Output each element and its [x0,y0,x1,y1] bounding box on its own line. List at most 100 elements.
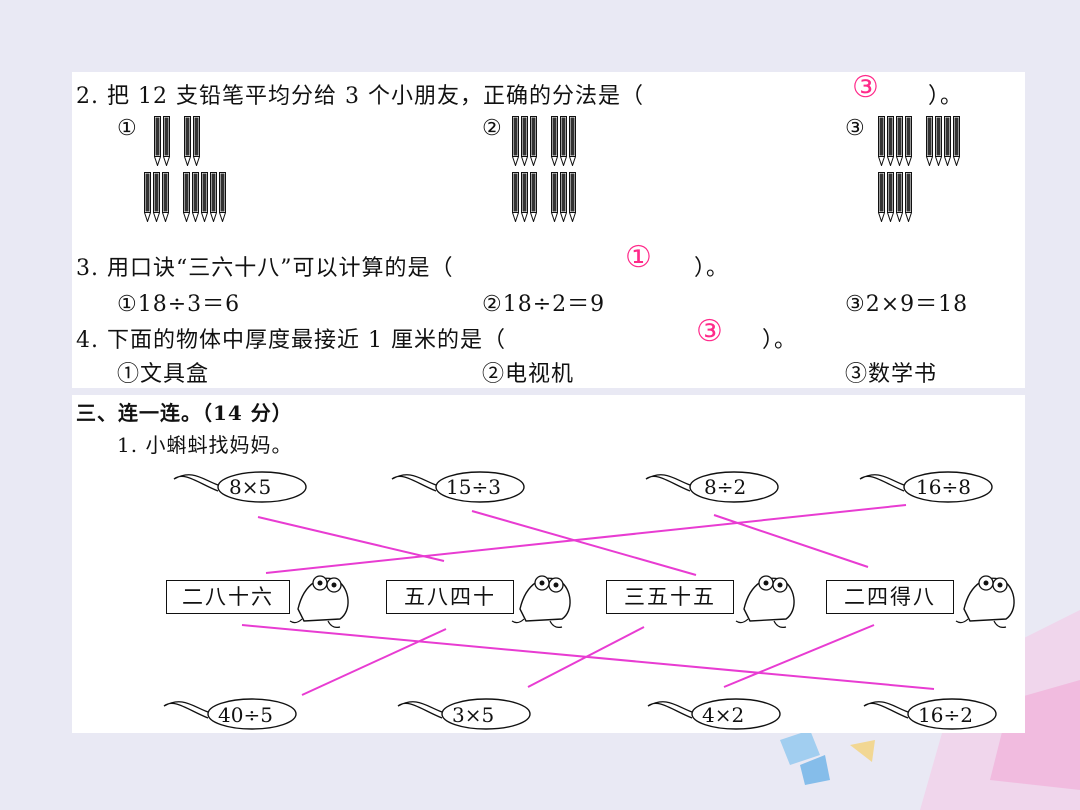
bottom-tadpole-3-tail [647,701,693,719]
q3-option-1: ①18÷3＝6 [117,292,241,317]
q3-text: 3. 用口诀“三六十八”可以计算的是（ [76,256,454,281]
matching-diagram [163,471,1015,730]
q2-option-3: ③ [845,116,866,141]
pencil-icon [878,116,885,166]
pencil-icon [878,172,885,222]
frog-2-pupil-right [553,582,559,588]
q4-close: ）。 [762,328,798,353]
section3-subtitle: 1. 小蝌蚪找妈妈。 [117,433,293,457]
pencil-icon [184,116,191,166]
top-tadpole-2-label: 15÷3 [446,475,501,499]
frog-4-pupil-left [983,580,989,586]
pencil-icon [569,172,576,222]
bottom-tadpole-4-body [907,698,997,730]
frog-1-legs [289,618,341,628]
pencil-icon [162,172,169,222]
bottom-tadpole-3-label: 4×2 [702,703,745,727]
pencil-icon [163,116,170,166]
q2-option-2: ② [482,116,503,141]
pencil-icon [905,116,912,166]
top-panel: 2. 把 12 支铅笔平均分给 3 个小朋友，正确的分法是（ ③ ）。 ① ② … [72,70,1025,388]
pencil-icon [201,172,208,222]
pencil-icon [154,116,161,166]
bottom-tadpole-1-tail [163,701,209,719]
pencil-icon [153,172,160,222]
pencil-row [878,116,960,166]
match-line-1 [257,516,445,562]
pencil-icon [896,116,903,166]
q2-option-1: ① [117,116,138,141]
pencil-icon [926,116,933,166]
frog-2-legs [511,618,563,628]
top-tadpole-2-body [435,471,525,503]
pencil-row [878,172,912,222]
frog-4-pupil-right [997,582,1003,588]
q2-close: ）。 [928,84,964,109]
pencil-icon [953,116,960,166]
match-line-8 [723,624,875,688]
pencil-icon [193,116,200,166]
top-tadpole-3-label: 8÷2 [704,475,747,499]
pencil-group [183,172,226,222]
pencil-row [154,116,200,166]
q4-answer: ③ [696,314,723,349]
bottom-tadpole-2-label: 3×5 [452,703,495,727]
pencil-row [512,172,576,222]
pencil-icon [210,172,217,222]
pencil-icon [905,172,912,222]
top-tadpole-4-tail [859,474,905,492]
pencil-group [926,116,960,166]
frog-1-pupil-right [331,582,337,588]
pencil-icon [560,116,567,166]
q4-option-1: ①文具盒 [117,362,210,387]
bottom-tadpole-3-body [691,698,781,730]
frog-3-pupil-right [777,582,783,588]
pencil-group [144,172,169,222]
frog-box-1: 二八十六 [166,580,290,614]
pencil-icon [551,172,558,222]
frog-3-legs [735,618,787,628]
pencil-group [551,172,576,222]
pencil-icon [887,172,894,222]
pencil-icon [144,172,151,222]
frog-box-2: 五八四十 [386,580,514,614]
top-tadpole-2-tail [391,474,437,492]
bottom-tadpole-1-body [207,698,297,730]
pencil-icon [521,116,528,166]
bottom-tadpole-1-label: 40÷5 [218,703,273,727]
frog-2-pupil-left [539,580,545,586]
pencil-group [878,172,912,222]
q3-close: ）。 [694,256,730,281]
pencil-group [184,116,200,166]
pencil-icon [560,172,567,222]
pencil-icon [530,116,537,166]
section3-title: 三、连一连。（14 分） [76,401,293,425]
pencil-icon [569,116,576,166]
frog-3-pupil-left [763,580,769,586]
top-tadpole-1-tail [173,474,219,492]
pencil-icon [530,172,537,222]
q2-text: 2. 把 12 支铅笔平均分给 3 个小朋友，正确的分法是（ [76,84,644,109]
pencil-group [551,116,576,166]
top-tadpole-1-label: 8×5 [229,475,272,499]
pencil-icon [896,172,903,222]
pencil-icon [521,172,528,222]
top-tadpole-1-body [217,471,307,503]
q3-option-2: ②18÷2＝9 [482,292,606,317]
pencil-group [512,116,537,166]
top-tadpole-4-body [903,471,993,503]
top-tadpole-3-body [689,471,779,503]
pencil-group [512,172,537,222]
pencil-icon [944,116,951,166]
pencil-row [144,172,226,222]
pencil-icon [887,116,894,166]
q3-answer: ① [625,240,652,275]
top-tadpole-4-label: 16÷8 [916,475,971,499]
pencil-group [154,116,170,166]
pencil-row [512,116,576,166]
bottom-tadpole-2-tail [397,701,443,719]
bottom-tadpole-4-tail [863,701,909,719]
q2-answer: ③ [852,70,879,105]
frog-4-legs [955,618,1007,628]
q4-text: 4. 下面的物体中厚度最接近 1 厘米的是（ [76,328,506,353]
